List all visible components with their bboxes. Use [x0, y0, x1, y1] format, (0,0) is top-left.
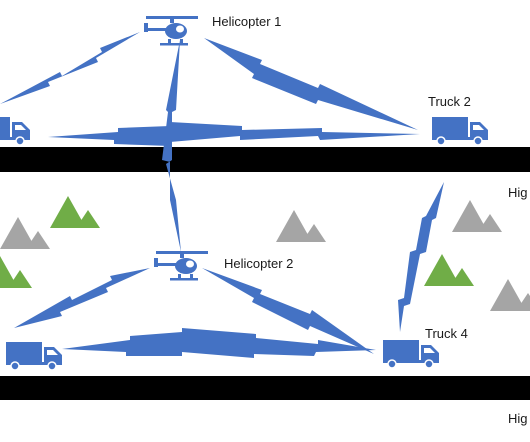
- mountain-icon: [276, 210, 326, 242]
- helicopter-icon: [154, 251, 208, 281]
- helicopter-1-label: Helicopter 1: [212, 14, 282, 29]
- wireless-link: [14, 268, 150, 328]
- mountain-icon: [0, 217, 50, 249]
- mountain-icon: [490, 279, 530, 311]
- wireless-link: [48, 122, 420, 146]
- mountain-icon: [424, 254, 474, 286]
- wireless-link: [62, 328, 376, 358]
- truck-icon: [0, 116, 31, 146]
- truck-icon: [431, 116, 489, 146]
- helicopter-2-label: Helicopter 2: [224, 256, 294, 271]
- truck-icon: [5, 341, 63, 371]
- mountain-icon: [452, 200, 502, 232]
- wireless-link: [162, 40, 181, 252]
- road-upper: [0, 147, 530, 172]
- wireless-link: [204, 38, 418, 130]
- mountain-icon: [0, 256, 32, 288]
- wireless-link: [398, 182, 444, 332]
- truck-icon: [382, 339, 440, 369]
- mountain-icon: [50, 196, 100, 228]
- highway-lower-label: Hig: [508, 411, 528, 426]
- wireless-link: [202, 268, 374, 354]
- wireless-link: [0, 32, 140, 104]
- truck-2-label: Truck 2: [428, 94, 471, 109]
- truck-4-label: Truck 4: [425, 326, 468, 341]
- helicopter-icon: [144, 16, 198, 46]
- road-lower: [0, 376, 530, 400]
- highway-upper-label: Hig: [508, 185, 528, 200]
